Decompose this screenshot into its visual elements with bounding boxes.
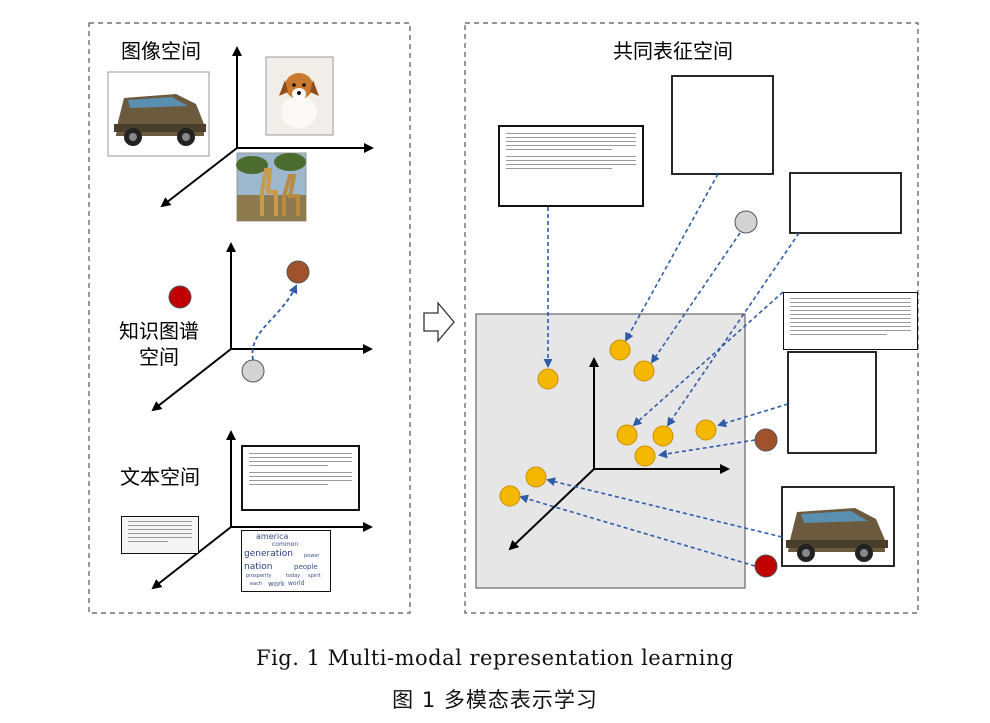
mapping-arrows [519, 173, 800, 567]
right-panel-border [464, 22, 919, 614]
embedding-node [652, 425, 674, 447]
wordcloud-word: today [286, 573, 301, 579]
shared-space-title: 共同表征空间 [613, 39, 733, 63]
arrow-car-to-node [546, 477, 783, 538]
kg-space-label: 知识图谱 空间 [119, 318, 199, 370]
wordcloud-box: america common generation nation people … [241, 530, 331, 592]
text-doc-right-mid [783, 292, 918, 350]
kg-brown-node [286, 260, 310, 284]
kg-space-label-line2: 空间 [139, 345, 179, 369]
embedding-node [609, 339, 631, 361]
image-space-axes [160, 46, 374, 208]
caption-chinese: 图 1 多模态表示学习 [392, 688, 598, 712]
embedding-node [537, 368, 559, 390]
text-doc-right-top [498, 125, 644, 207]
image-box-top [671, 75, 774, 175]
source-gray-node [734, 210, 758, 234]
car-image-right [781, 486, 895, 567]
arrow-box-right-to-node [666, 232, 800, 427]
wordcloud-word: prosperity [246, 573, 272, 579]
embedding-node [499, 485, 521, 507]
transform-arrow [423, 301, 455, 343]
kg-gray-node [241, 359, 265, 383]
arrow-box-mid-to-node [717, 403, 789, 428]
text-space-label: 文本空间 [120, 465, 200, 489]
text-doc-left [241, 445, 360, 511]
arrow-text-right-to-node [632, 291, 784, 427]
kg-dashed-arrow [251, 284, 298, 361]
source-brown-node [754, 428, 778, 452]
embedding-nodes [499, 339, 717, 507]
shared-space-plane [475, 313, 746, 589]
left-panel-border [88, 22, 411, 614]
image-space-label: 图像空间 [121, 39, 201, 63]
embedding-node [525, 466, 547, 488]
wordcloud-word: america [256, 532, 289, 541]
kg-space-axes [151, 242, 373, 412]
giraffe-image [236, 152, 307, 222]
arrow-box-top-to-node [625, 173, 719, 342]
embedding-node [633, 360, 655, 382]
embedding-node [616, 424, 638, 446]
image-box-right-top [789, 172, 902, 234]
wordcloud-word: each [250, 581, 263, 587]
kg-red-node-left [168, 285, 192, 309]
wordcloud-word: world [288, 580, 305, 587]
wordcloud-word: generation [244, 549, 293, 559]
wordcloud-word: common [272, 541, 299, 548]
car-image-left [107, 71, 210, 157]
wordcloud-word: work [268, 580, 285, 588]
wordcloud-word: nation [244, 562, 273, 572]
wordcloud-word: power [304, 553, 320, 559]
embedding-node [695, 419, 717, 441]
source-red-node [754, 554, 778, 578]
kg-space-label-line1: 知识图谱 [119, 319, 199, 343]
dog-image [265, 56, 334, 136]
image-box-right-mid [787, 351, 877, 454]
wordcloud-word: spirit [308, 573, 321, 579]
embedding-node [634, 445, 656, 467]
text-space-axes [151, 430, 373, 590]
arrow-red-to-node [519, 494, 756, 567]
caption-english: Fig. 1 Multi-modal representation learni… [256, 646, 734, 670]
text-doc-small [121, 516, 199, 554]
arrow-gray-to-node [650, 232, 741, 364]
shared-space-axes [508, 357, 730, 551]
wordcloud-word: people [294, 563, 318, 571]
arrow-brown-to-node [658, 439, 756, 459]
